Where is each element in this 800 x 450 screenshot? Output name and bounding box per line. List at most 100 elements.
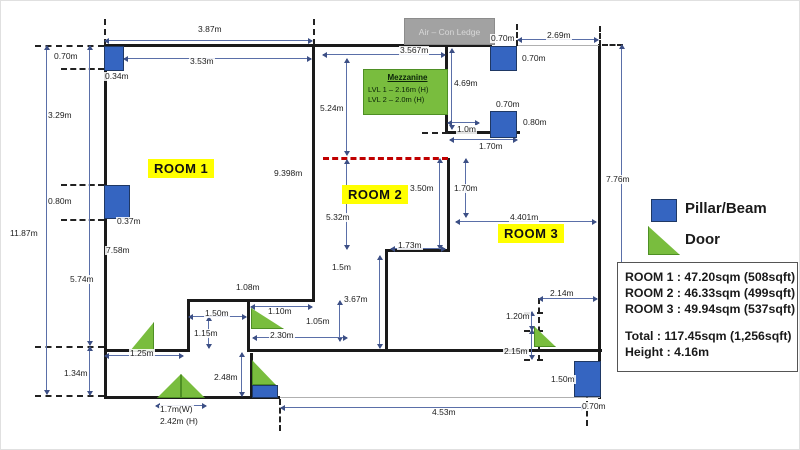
dimension-label: 2.30m (269, 330, 295, 341)
dimension-label: 3.53m (189, 56, 215, 67)
dashed-reference-line (279, 399, 281, 431)
info-room1: ROOM 1 : 47.20sqm (508sqft) (625, 270, 796, 284)
dimension-line (252, 334, 348, 341)
dimension-label: 1.50m (204, 308, 230, 319)
dimension-label: 3.567m (399, 45, 430, 56)
dimension-label: 1.25m (129, 348, 155, 359)
dimension-label: 4.53m (431, 407, 457, 418)
dimension-label: 1.70m (453, 183, 479, 194)
dimension-label: 2.42m (H) (159, 416, 199, 427)
wall-segment (385, 251, 388, 352)
dimension-label: 1.7m(W) (159, 404, 194, 415)
wall-segment (187, 299, 315, 302)
dashed-reference-line (61, 68, 104, 70)
wall-segment (445, 131, 520, 134)
dimension-label: 0.34m (104, 71, 130, 82)
dashed-reference-line (422, 132, 448, 134)
dimension-line (376, 255, 383, 349)
dimension-label: 5.32m (325, 212, 351, 223)
dimension-line (43, 45, 50, 395)
boundary-line (280, 397, 600, 398)
mezzanine-lvl1: LVL 1 – 2.16m (H) (368, 84, 429, 94)
dimension-label: 0.70m (521, 53, 547, 64)
pillar-beam (104, 46, 124, 71)
wall-segment (104, 44, 107, 399)
dashed-reference-line (602, 44, 623, 46)
dimension-label: 1.0m (456, 124, 477, 135)
dimension-label: 0.70m (581, 401, 607, 412)
dashed-reference-line (313, 19, 315, 45)
aircon-ledge-box: Air – Con Ledge (404, 18, 495, 45)
dimension-line (343, 159, 350, 250)
dimension-label: 0.37m (116, 216, 142, 227)
dimension-line (538, 295, 598, 302)
dimension-line (86, 45, 93, 346)
dashed-reference-line (61, 184, 104, 186)
dashed-reference-line (61, 219, 104, 221)
dimension-label: 0.70m (490, 33, 516, 44)
dimension-label: 1.20m (505, 311, 531, 322)
wall-segment (447, 158, 450, 252)
mezzanine-title: Mezzanine (387, 73, 428, 82)
dimension-label: 0.80m (522, 117, 548, 128)
dimension-label: 11.87m (9, 228, 39, 239)
dimension-label: 2.14m (549, 288, 575, 299)
dimension-label: 1.73m (397, 240, 423, 251)
wall-segment (187, 301, 190, 352)
wall-segment (598, 44, 601, 399)
dimension-line (336, 300, 343, 342)
mezzanine-box: Mezzanine LVL 1 – 2.16m (H) LVL 2 – 2.0m… (363, 69, 448, 115)
wall-segment (312, 44, 315, 302)
dimension-label: 9.398m (273, 168, 304, 179)
dimension-label: 0.70m (53, 51, 79, 62)
dimension-label: 2.69m (546, 30, 572, 41)
dashed-reference-line (524, 359, 543, 361)
wall-segment (247, 301, 250, 352)
dashed-reference-line (599, 26, 601, 46)
dimension-line (322, 51, 446, 58)
door-triangle (130, 322, 154, 351)
dimension-label: 3.50m (409, 183, 435, 194)
dimension-label: 3.29m (47, 110, 73, 121)
wall-segment (385, 249, 450, 252)
dimension-label: 1.08m (235, 282, 261, 293)
dimension-line (528, 329, 535, 360)
area-info-box: ROOM 1 : 47.20sqm (508sqft) ROOM 2 : 46.… (617, 262, 798, 372)
dimension-label: 0.70m (495, 99, 521, 110)
dimension-line (123, 55, 312, 62)
room2-label: ROOM 2 (342, 185, 409, 204)
dimension-label: 3.87m (197, 24, 223, 35)
dimension-label: 1.05m (305, 316, 331, 327)
wall-segment (249, 349, 602, 352)
dimension-label: 4.401m (509, 212, 540, 223)
pillar-beam (490, 46, 517, 71)
dimension-line (528, 311, 535, 331)
dimension-label: 2.15m (503, 346, 529, 357)
dimension-line (343, 58, 350, 156)
dimension-label: 4.69m (453, 78, 479, 89)
door-triangle (534, 326, 556, 347)
pillar-beam (104, 185, 130, 219)
legend-door-swatch (648, 226, 680, 255)
dimension-label: 3.67m (343, 294, 369, 305)
dimension-line (104, 37, 313, 44)
dimension-line (238, 352, 245, 397)
dimension-label: 1.34m (63, 368, 89, 379)
dimension-label: 1.15m (193, 328, 219, 339)
dashed-reference-line (35, 346, 104, 348)
legend-pillar-swatch (651, 199, 677, 222)
dimension-line (449, 136, 518, 143)
dimension-label: 5.24m (319, 103, 345, 114)
boundary-line (518, 45, 600, 46)
legend-pillar-label: Pillar/Beam (685, 200, 767, 217)
dimension-label: 1.70m (478, 141, 504, 152)
dimension-line (618, 44, 625, 272)
door-triangle (181, 374, 205, 398)
pillar-beam (574, 361, 601, 397)
dimension-label: 5.74m (69, 274, 95, 285)
mezzanine-lvl2: LVL 2 – 2.0m (H) (368, 94, 425, 104)
info-gap (625, 318, 792, 328)
info-height: Height : 4.16m (625, 344, 710, 359)
dimension-line (448, 48, 455, 130)
